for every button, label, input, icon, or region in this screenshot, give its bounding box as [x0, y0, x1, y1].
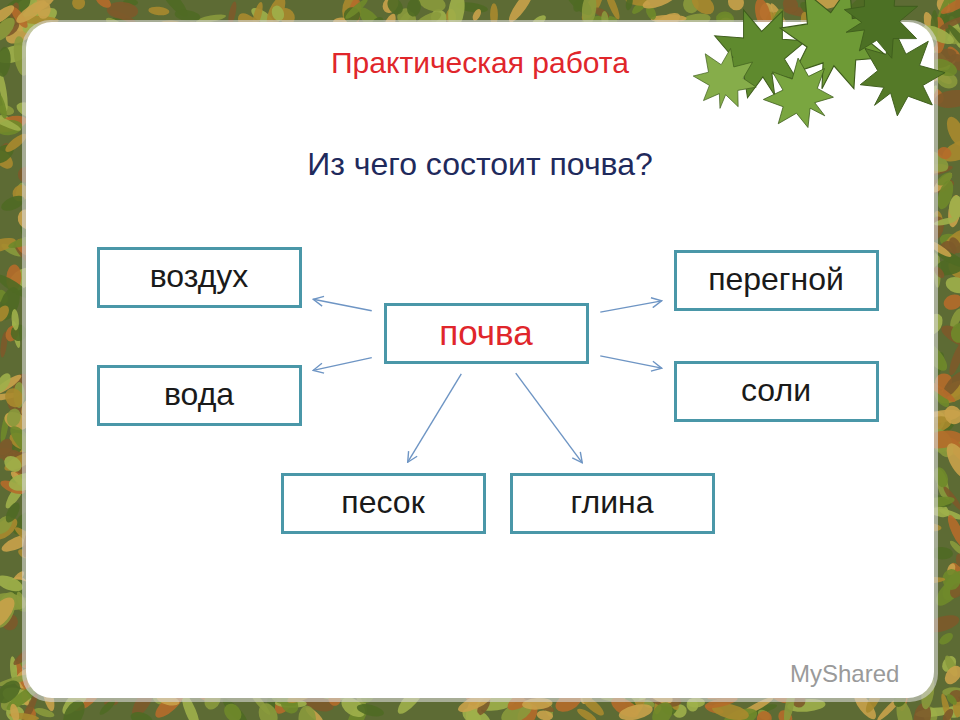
- leaf: [943, 114, 960, 148]
- maple-leaf: [749, 44, 848, 143]
- leaf: [221, 700, 245, 720]
- leaf: [945, 692, 959, 706]
- leaf: [106, 1, 139, 20]
- leaf: [641, 0, 678, 12]
- leaf: [356, 702, 386, 719]
- arrow-connector: [600, 356, 661, 368]
- leaf: [617, 701, 654, 720]
- box-label: воздух: [150, 259, 249, 294]
- leaf: [754, 708, 774, 720]
- leaf: [945, 513, 960, 550]
- leaf: [625, 0, 634, 11]
- leaf: [0, 593, 20, 634]
- box-label: почва: [439, 314, 533, 353]
- question-text: Из чего состоит почва?: [0, 146, 960, 183]
- leaf: [947, 341, 960, 377]
- leaf: [536, 709, 554, 720]
- leaf: [406, 0, 423, 18]
- leaf: [5, 407, 23, 428]
- component-box: песок: [281, 473, 486, 534]
- leaf: [129, 709, 155, 720]
- arrow-connector: [600, 301, 661, 312]
- leaf: [384, 0, 406, 17]
- slide-title: Практическая работа: [0, 46, 960, 80]
- box-label: глина: [571, 485, 654, 520]
- leaf: [3, 500, 23, 524]
- leaf: [944, 274, 960, 295]
- leaf: [9, 703, 21, 720]
- leaf: [948, 195, 960, 220]
- maple-leaves: [688, 0, 960, 143]
- leaf: [942, 440, 960, 483]
- central-box: почва: [384, 303, 589, 364]
- leaf: [70, 0, 88, 12]
- panel-shadow: [22, 20, 938, 702]
- component-box: воздух: [97, 247, 302, 308]
- leaf: [938, 321, 960, 353]
- leaf: [956, 553, 960, 566]
- leaf: [937, 631, 955, 647]
- leaf: [0, 303, 12, 324]
- white-panel: [26, 22, 934, 698]
- leaf: [270, 4, 287, 23]
- leaf: [941, 663, 960, 688]
- maple-leaf: [832, 0, 931, 70]
- leaf: [939, 0, 960, 17]
- leaf: [0, 436, 16, 458]
- leaf: [465, 708, 483, 720]
- component-box: вода: [97, 365, 302, 426]
- maple-leaf: [688, 43, 762, 114]
- component-box: перегной: [674, 250, 879, 311]
- leaf: [0, 46, 12, 77]
- leaf: [0, 89, 9, 120]
- leaf: [947, 235, 960, 255]
- arrow-connector: [408, 374, 462, 462]
- leaf: [0, 2, 17, 27]
- box-label: песок: [341, 485, 424, 520]
- arrow-connector: [313, 299, 371, 310]
- leaf: [780, 0, 802, 16]
- leaf: [148, 6, 170, 17]
- arrow-connector: [516, 373, 582, 463]
- leaf: [94, 0, 114, 10]
- box-label: соли: [741, 373, 811, 408]
- leaf: [343, 0, 369, 21]
- component-box: глина: [510, 473, 715, 534]
- box-label: вода: [164, 377, 234, 412]
- leaf: [936, 146, 953, 161]
- leaf: [941, 707, 956, 720]
- leaf: [0, 572, 25, 594]
- arrow-connector: [313, 358, 372, 371]
- leaf: [11, 309, 20, 331]
- leaf: [941, 402, 960, 427]
- leaf: [688, 0, 718, 18]
- leaf: [471, 8, 483, 22]
- leaf: [298, 705, 317, 720]
- watermark: MyShared: [790, 660, 930, 688]
- leaf: [941, 292, 960, 313]
- box-label: перегной: [708, 262, 844, 297]
- leaf: [1, 453, 25, 476]
- leaf: [949, 321, 960, 344]
- component-box: соли: [674, 361, 879, 422]
